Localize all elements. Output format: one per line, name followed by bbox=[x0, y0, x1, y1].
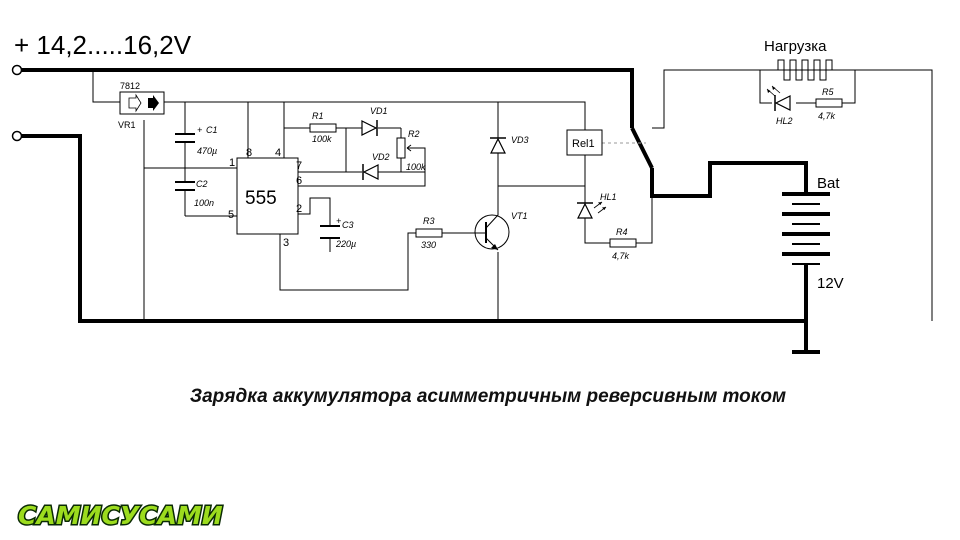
capacitor-c1: + C1 470µ bbox=[175, 125, 218, 156]
resistor-r4: R4 4,7k bbox=[609, 227, 637, 261]
r3-label: R3 bbox=[423, 216, 435, 226]
timer-ic-555: 555 1 8 4 7 6 2 5 3 bbox=[228, 147, 302, 249]
vr1-type-label: 7812 bbox=[120, 81, 140, 91]
diode-vd3: VD3 bbox=[490, 135, 529, 154]
resistor-r1: R1 100k bbox=[309, 111, 337, 144]
positive-terminal bbox=[11, 64, 23, 76]
c1-value: 470µ bbox=[197, 146, 217, 156]
c2-value: 100n bbox=[194, 198, 214, 208]
r5-value: 4,7k bbox=[818, 111, 836, 121]
diode-vd1: VD1 bbox=[361, 106, 388, 136]
voltage-regulator-vr1: 7812 VR1 bbox=[118, 81, 165, 130]
signal-wires bbox=[92, 69, 933, 321]
ground-rail bbox=[17, 134, 806, 323]
c3-plus: + bbox=[336, 216, 341, 226]
c1-label: C1 bbox=[206, 125, 218, 135]
main-power-wires bbox=[17, 68, 820, 354]
pin-6: 6 bbox=[296, 175, 302, 187]
led-hl1: HL1 bbox=[577, 192, 617, 219]
pin-8: 8 bbox=[246, 147, 252, 159]
capacitor-c2: C2 100n bbox=[175, 179, 214, 208]
diode-vd2: VD2 bbox=[362, 152, 390, 180]
pin-5: 5 bbox=[228, 209, 234, 221]
r1-value: 100k bbox=[312, 134, 332, 144]
r2-label: R2 bbox=[408, 129, 420, 139]
vd2-label: VD2 bbox=[372, 152, 390, 162]
c1-plus: + bbox=[197, 125, 202, 135]
battery-voltage-label: 12V bbox=[817, 275, 844, 292]
pin-7: 7 bbox=[296, 160, 302, 172]
hl1-label: HL1 bbox=[600, 192, 617, 202]
r4-value: 4,7k bbox=[612, 251, 630, 261]
r2-value: 100k bbox=[406, 162, 426, 172]
r4-label: R4 bbox=[616, 227, 628, 237]
brand-logo: САМИСУСАМИ bbox=[18, 501, 223, 530]
led-hl2: HL2 bbox=[766, 85, 793, 126]
load-heater: Нагрузка bbox=[764, 38, 833, 81]
battery-positive-wire bbox=[650, 161, 808, 198]
c3-value: 220µ bbox=[335, 239, 356, 249]
supply-voltage-label: + 14,2.....16,2V bbox=[14, 30, 192, 60]
resistor-r3: R3 330 bbox=[415, 216, 443, 250]
load-label: Нагрузка bbox=[764, 38, 827, 55]
relay-contact-lever bbox=[630, 127, 654, 169]
rel1-label: Rel1 bbox=[572, 138, 595, 150]
c2-label: C2 bbox=[196, 179, 208, 189]
r3-value: 330 bbox=[421, 240, 436, 250]
hl2-label: HL2 bbox=[776, 116, 793, 126]
r1-label: R1 bbox=[312, 111, 324, 121]
pin-2: 2 bbox=[296, 203, 302, 215]
relay-rel1: Rel1 bbox=[566, 129, 603, 156]
transistor-vt1: VT1 bbox=[474, 211, 528, 251]
vr1-label: VR1 bbox=[118, 120, 136, 130]
resistor-r5: R5 4,7k bbox=[815, 87, 843, 121]
capacitor-c3: + C3 220µ bbox=[320, 216, 356, 249]
vt1-label: VT1 bbox=[511, 211, 528, 221]
potentiometer-r2: R2 100k bbox=[396, 129, 426, 172]
negative-terminal bbox=[11, 130, 23, 142]
vd3-label: VD3 bbox=[511, 135, 529, 145]
pin-3: 3 bbox=[283, 237, 289, 249]
pin-1: 1 bbox=[229, 157, 235, 169]
positive-rail bbox=[17, 68, 634, 128]
pin-4: 4 bbox=[275, 147, 281, 159]
battery-bat: Bat 12V bbox=[782, 175, 844, 292]
vd1-label: VD1 bbox=[370, 106, 388, 116]
battery-label: Bat bbox=[817, 175, 840, 192]
diagram-caption: Зарядка аккумулятора асимметричным ревер… bbox=[190, 386, 786, 407]
c3-label: C3 bbox=[342, 220, 354, 230]
ic-label: 555 bbox=[245, 188, 277, 209]
r5-label: R5 bbox=[822, 87, 834, 97]
